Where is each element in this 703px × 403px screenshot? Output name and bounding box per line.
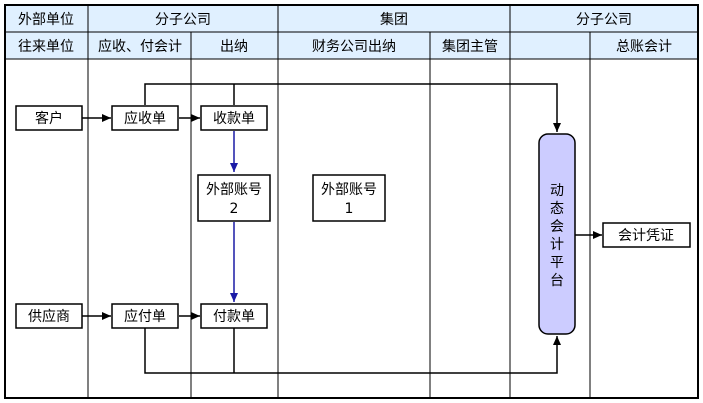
node-ext-account-2: 外部账号 2	[197, 174, 271, 222]
node-payable: 应付单	[111, 303, 179, 329]
node-receivable: 应收单	[111, 105, 179, 131]
arrow-receivable-to-platform	[144, 83, 561, 132]
header-contacts: 往来单位	[18, 39, 74, 55]
header-ar-ap-accounting: 应收、付会计	[98, 38, 182, 55]
svg-text:动: 动	[550, 183, 564, 199]
header-subsidiary-b: 分子公司	[576, 12, 632, 28]
svg-text:应收单: 应收单	[124, 110, 166, 127]
svg-text:会: 会	[550, 219, 564, 235]
header-group-manager: 集团主管	[442, 38, 498, 55]
svg-text:会计凭证: 会计凭证	[618, 228, 674, 244]
node-customer: 客户	[15, 105, 83, 131]
table-frame	[4, 4, 699, 399]
header-cashier: 出纳	[220, 39, 248, 55]
node-supplier: 供应商	[15, 303, 83, 329]
arrow-payable-to-platform	[144, 328, 561, 374]
svg-text:台: 台	[550, 273, 564, 289]
node-dynamic-accounting-platform: 动 态 会 计 平 台	[538, 133, 576, 335]
header-finance-co-cashier: 财务公司出纳	[312, 39, 396, 55]
node-accounting-voucher: 会计凭证	[602, 222, 691, 248]
svg-text:付款单: 付款单	[213, 309, 255, 325]
svg-text:应付单: 应付单	[124, 308, 166, 325]
header-subsidiary-a: 分子公司	[155, 12, 211, 28]
svg-text:外部账号: 外部账号	[321, 182, 377, 198]
svg-text:计: 计	[550, 237, 564, 253]
svg-text:供应商: 供应商	[28, 308, 70, 325]
svg-text:外部账号: 外部账号	[206, 182, 262, 198]
svg-text:收款单: 收款单	[213, 111, 255, 127]
svg-text:平: 平	[550, 255, 564, 271]
svg-text:态: 态	[550, 201, 564, 217]
header-group: 集团	[380, 11, 408, 28]
node-ext-account-1: 外部账号 1	[312, 174, 386, 222]
header-external-units: 外部单位	[18, 12, 74, 28]
header-general-ledger: 总账会计	[616, 39, 672, 55]
svg-text:1: 1	[345, 201, 354, 217]
svg-text:客户: 客户	[35, 110, 63, 127]
svg-text:2: 2	[230, 201, 239, 217]
node-receipt: 收款单	[200, 105, 268, 131]
node-payment: 付款单	[200, 303, 268, 329]
